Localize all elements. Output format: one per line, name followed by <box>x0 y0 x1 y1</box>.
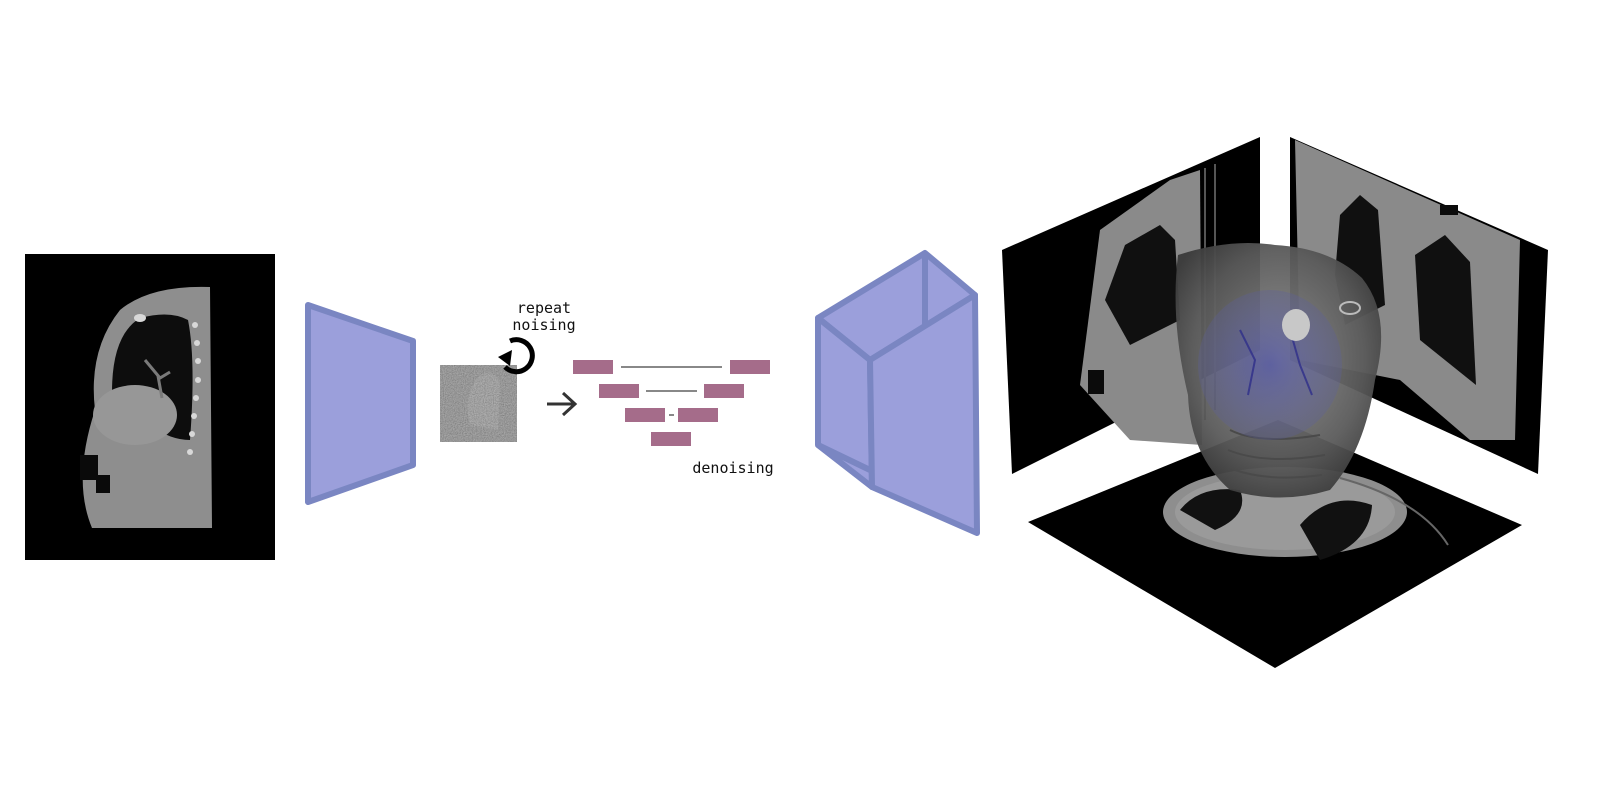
lungs-highlight <box>1198 290 1342 440</box>
unet-block-enc-2 <box>599 384 639 398</box>
unet-block-enc-1 <box>573 360 613 374</box>
right-arrow-icon <box>547 391 578 417</box>
unet-block-enc-3 <box>625 408 665 422</box>
repeat-noising-label-line2: noising <box>512 316 575 334</box>
unet-block-dec-2 <box>704 384 744 398</box>
noisy-latent <box>440 365 517 442</box>
unet-block-bottleneck <box>651 432 691 446</box>
denoising-label: denoising <box>692 459 773 477</box>
unet-block-dec-1 <box>730 360 770 374</box>
repeat-noising-label-line1: repeat <box>517 299 571 317</box>
decoder-block <box>815 250 980 536</box>
input-ct-slice <box>25 254 275 560</box>
denoising-unet <box>573 360 770 446</box>
circular-arrow-icon <box>498 337 535 375</box>
ct-volume-rendering <box>1002 137 1548 668</box>
unet-block-dec-3 <box>678 408 718 422</box>
encoder-block <box>305 302 416 505</box>
